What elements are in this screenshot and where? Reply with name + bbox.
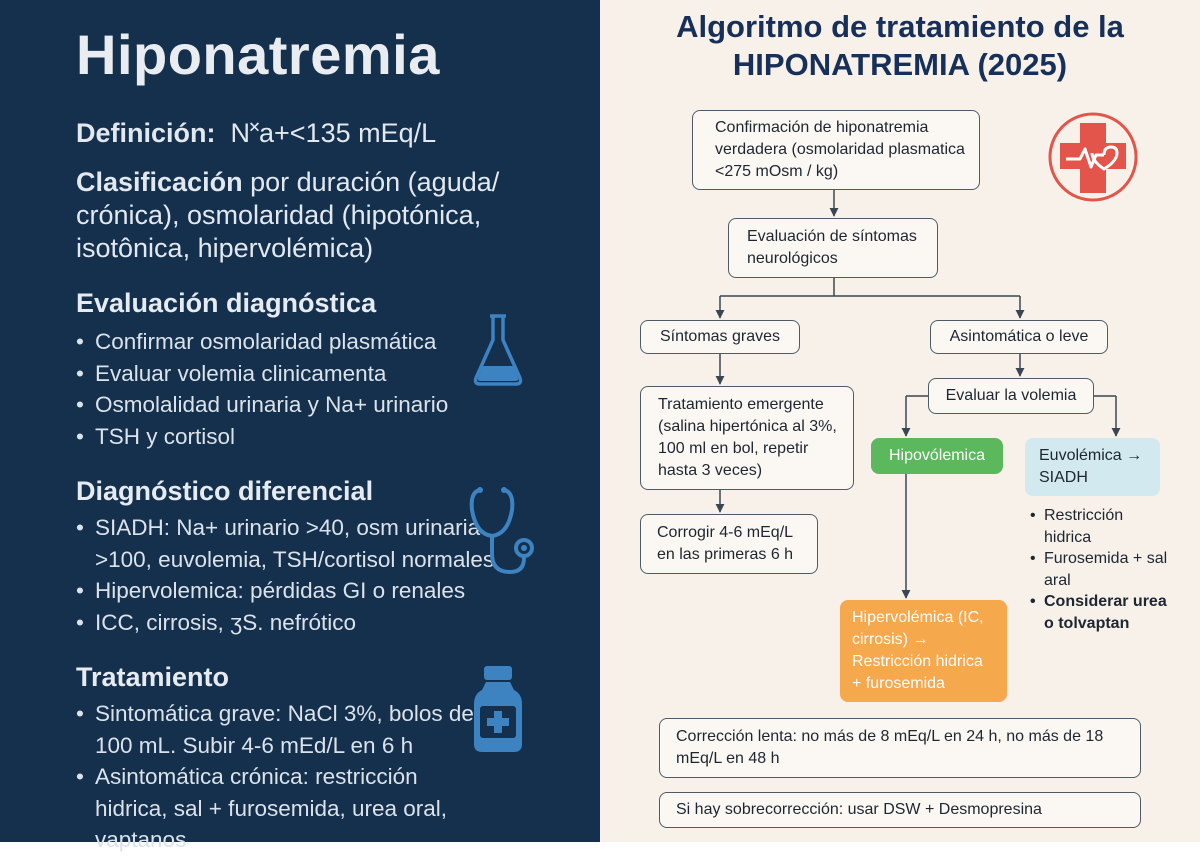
list-item: Evaluar volemia clinicamenta xyxy=(76,358,486,390)
list-item: Osmolalidad urinaria y Na+ urinario xyxy=(76,389,486,421)
left-panel: Hiponatremia Definición: N˟a+<135 mEq/L … xyxy=(0,0,600,852)
section-title-evaluacion: Evaluación diagnóstica xyxy=(76,288,377,318)
flask-icon xyxy=(473,314,523,386)
section-title-tratamiento: Tratamiento xyxy=(76,662,230,692)
flowchart-connectors xyxy=(715,190,1121,599)
box-sobrecorreccion: Si hay sobrecorrección: usar DSW + Desmo… xyxy=(659,792,1141,828)
box-corregir-text: Corrogir 4-6 mEq/L en las primeras 6 h xyxy=(657,524,794,563)
list-diferencial: SIADH: Na+ urinario >40, osm urinaria >1… xyxy=(76,512,521,638)
section-title-diferencial: Diagnóstico diferencial xyxy=(76,476,374,506)
flowchart-title: Algoritmo de tratamiento de la HIPONATRE… xyxy=(676,9,1124,82)
list-item: ICC, cirrosis, ʒS. nefrótico xyxy=(76,607,521,639)
list-item: Considerar urea o tolvaptan xyxy=(1030,591,1170,634)
euvolemica-list: Restricción hidrica Furosemida + sal ara… xyxy=(1030,505,1170,634)
box-asintomatica: Asintomática o leve xyxy=(930,320,1108,354)
definition-value: N˟a+<135 mEq/L xyxy=(230,118,437,148)
box-confirmacion-text: Confirmación de hiponatremia verdadera (… xyxy=(715,119,965,180)
box-evaluar-volemia: Evaluar la volemia xyxy=(928,378,1094,414)
box-hipovolemica: Hipovólemica xyxy=(871,438,1003,474)
medical-cross-heart-icon xyxy=(1048,112,1138,202)
box-sobre-text: Si hay sobrecorrección: usar DSW + Desmo… xyxy=(676,801,1042,818)
box-confirmacion: Confirmación de hiponatremia verdadera (… xyxy=(692,110,980,190)
definition: Definición: N˟a+<135 mEq/L xyxy=(76,118,436,149)
box-euvo-text: Euvolémica → SIADH xyxy=(1039,447,1143,486)
box-evaluacion-sintomas: Evaluación de síntomas neurológicos xyxy=(728,218,938,278)
box-hipervolemica: Hipervolémica (IC, cirrosis) → Restricci… xyxy=(840,600,1007,702)
list-item: Sintomática grave: NaCl 3%, bolos de 100… xyxy=(76,698,496,761)
classification-text: por duración (aguda/ crónica), osmolarid… xyxy=(76,167,500,263)
list-evaluacion: Confirmar osmolaridad plasmática Evaluar… xyxy=(76,326,486,452)
box-corregir: Corrogir 4-6 mEq/L en las primeras 6 h xyxy=(640,514,818,574)
box-hipo-text: Hipovólemica xyxy=(888,447,986,464)
box-correccion-text: Corrección lenta: no más de 8 mEq/L en 2… xyxy=(676,728,1104,767)
list-item: Hipervolemica: pérdidas GI o renales xyxy=(76,575,521,607)
box-correccion-lenta: Corrección lenta: no más de 8 mEq/L en 2… xyxy=(659,718,1141,778)
definition-label: Definición: xyxy=(76,118,216,148)
stethoscope-icon xyxy=(469,487,534,575)
medicine-bottle-icon xyxy=(474,666,522,752)
list-item: SIADH: Na+ urinario >40, osm urinaria >1… xyxy=(76,512,521,575)
box-graves-text: Síntomas graves xyxy=(659,328,781,345)
page-title: Hiponatremia xyxy=(76,23,440,86)
list-tratamiento: Sintomática grave: NaCl 3%, bolos de 100… xyxy=(76,698,496,856)
box-euvolemica: Euvolémica → SIADH xyxy=(1025,438,1160,496)
list-item: Furosemida + sal aral xyxy=(1030,548,1170,591)
list-item: Restricción hidrica xyxy=(1030,505,1170,548)
list-item: TSH y cortisol xyxy=(76,421,486,453)
box-evaluacion-text: Evaluación de síntomas neurológicos xyxy=(747,228,917,267)
box-sintomas-graves: Síntomas graves xyxy=(640,320,800,354)
box-tratamiento-text: Tratamiento emergente (salina hipertónic… xyxy=(658,396,837,479)
box-tratamiento-emergente: Tratamiento emergente (salina hipertónic… xyxy=(640,386,854,490)
list-item: Confirmar osmolaridad plasmática xyxy=(76,326,486,358)
classification-label: Clasificación xyxy=(76,167,243,197)
box-hiper-text: Hipervolémica (IC, cirrosis) → Restricci… xyxy=(852,609,984,692)
classification: Clasificación por duración (aguda/ cróni… xyxy=(76,166,546,265)
box-leve-text: Asintomática o leve xyxy=(949,328,1089,345)
box-volemia-text: Evaluar la volemia xyxy=(945,387,1077,404)
list-item: Asintomática crónica: restricción hidric… xyxy=(76,761,496,856)
